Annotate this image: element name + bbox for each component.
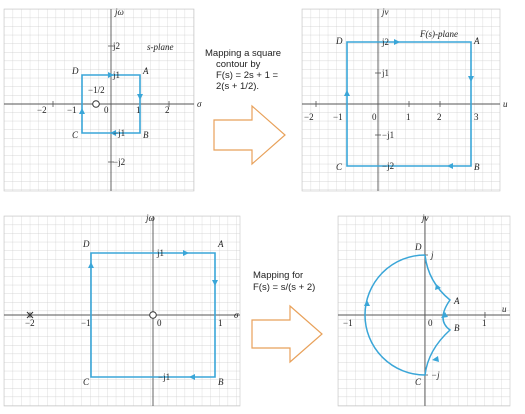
contour-direction-arrows xyxy=(364,284,448,362)
s-square-contour xyxy=(90,252,216,378)
xlabel: σ xyxy=(234,310,239,320)
panel-s-plane-bottom: jω σ −2 −1 0 1 j1 −j1 A B C D xyxy=(3,213,241,407)
tick-label: 0 xyxy=(428,318,433,328)
pole-marker xyxy=(26,311,34,319)
pole-label: −1/2 xyxy=(88,85,105,95)
tick-label: −j1 xyxy=(113,128,125,138)
tick-label: 1 xyxy=(218,318,223,328)
f-mapped-contour xyxy=(364,254,452,376)
corner-label: C xyxy=(415,377,422,387)
tick-label: j xyxy=(430,250,434,260)
tick-label: −j2 xyxy=(382,161,394,171)
tick-label: −j xyxy=(431,370,440,380)
svg-text:2(s + 1/2).: 2(s + 1/2). xyxy=(216,81,259,92)
caption-bottom: Mapping for F(s) = s/(s + 2) xyxy=(253,270,315,293)
tick-label: j2 xyxy=(112,41,120,51)
tick-label: −2 xyxy=(37,105,47,115)
zero-marker xyxy=(149,311,157,319)
corner-label: D xyxy=(414,242,422,252)
tick-label: j2 xyxy=(381,37,389,47)
plane-title: F(s)-plane xyxy=(419,29,458,39)
ylabel: jω xyxy=(145,213,155,223)
corner-label: B xyxy=(143,130,149,140)
svg-text:contour by: contour by xyxy=(216,59,261,70)
zero-marker xyxy=(92,100,100,108)
tick-label: 2 xyxy=(165,105,170,115)
s-square-contour xyxy=(81,74,141,134)
corner-label: D xyxy=(335,36,343,46)
tick-label: −1 xyxy=(67,105,77,115)
tick-label: 2 xyxy=(437,112,442,122)
corner-label: B xyxy=(474,162,480,172)
corner-label: D xyxy=(82,239,90,249)
tick-label: 0 xyxy=(104,105,109,115)
tick-label: −j2 xyxy=(113,157,125,167)
svg-text:F(s) = 2s + 1 =: F(s) = 2s + 1 = xyxy=(216,70,278,81)
xlabel: σ xyxy=(197,99,202,109)
corner-label: A xyxy=(473,36,480,46)
corner-label: B xyxy=(218,377,224,387)
corner-label: C xyxy=(72,130,79,140)
tick-label: 0 xyxy=(372,112,377,122)
corner-label: A xyxy=(453,296,460,306)
plane-title: s-plane xyxy=(147,42,174,52)
corner-label: A xyxy=(142,66,149,76)
mapping-arrow-top xyxy=(213,104,286,166)
xlabel: u xyxy=(502,304,507,314)
ylabel: jv xyxy=(381,7,389,17)
contour-direction-arrows xyxy=(88,250,218,380)
tick-label: 1 xyxy=(406,112,411,122)
tick-label: −j1 xyxy=(382,130,394,140)
corner-label: A xyxy=(217,239,224,249)
ylabel: jv xyxy=(421,213,429,223)
tick-label: 0 xyxy=(157,318,162,328)
mapping-arrow-bottom xyxy=(251,304,323,364)
ylabel: jω xyxy=(114,7,124,17)
tick-label: −2 xyxy=(304,112,314,122)
tick-label: 1 xyxy=(482,318,487,328)
tick-label: −1 xyxy=(81,318,91,328)
panel-f-plane-bottom: jv u −1 0 1 j −j A B C D xyxy=(337,213,511,407)
tick-label: −2 xyxy=(25,318,35,328)
corner-label: D xyxy=(71,66,79,76)
xlabel: u xyxy=(503,99,508,109)
corner-label: C xyxy=(336,162,343,172)
tick-label: −1 xyxy=(343,318,353,328)
caption-top: Mapping a square contour by F(s) = 2s + … xyxy=(205,48,281,92)
tick-label: −j1 xyxy=(158,372,170,382)
svg-text:Mapping for: Mapping for xyxy=(253,270,303,281)
contour-direction-arrows xyxy=(344,39,474,169)
corner-label: C xyxy=(83,377,90,387)
tick-label: j1 xyxy=(112,70,120,80)
tick-label: 3 xyxy=(474,112,479,122)
svg-text:F(s) = s/(s + 2): F(s) = s/(s + 2) xyxy=(253,282,315,293)
panel-f-plane-top: jv u F(s)-plane −2 −1 0 1 2 3 j2 j1 −j1 … xyxy=(301,7,508,192)
tick-label: 1 xyxy=(136,105,141,115)
corner-label: B xyxy=(454,323,460,333)
contour-direction-arrows xyxy=(79,72,143,136)
tick-label: −1 xyxy=(333,112,343,122)
tick-label: j1 xyxy=(156,248,164,258)
svg-text:Mapping a square: Mapping a square xyxy=(205,48,281,59)
panel-s-plane-top: −1/2 jω σ s-plane −2 −1 0 1 2 j2 j1 −j1 … xyxy=(3,7,202,192)
tick-label: j1 xyxy=(381,68,389,78)
f-rect-contour xyxy=(346,41,472,167)
